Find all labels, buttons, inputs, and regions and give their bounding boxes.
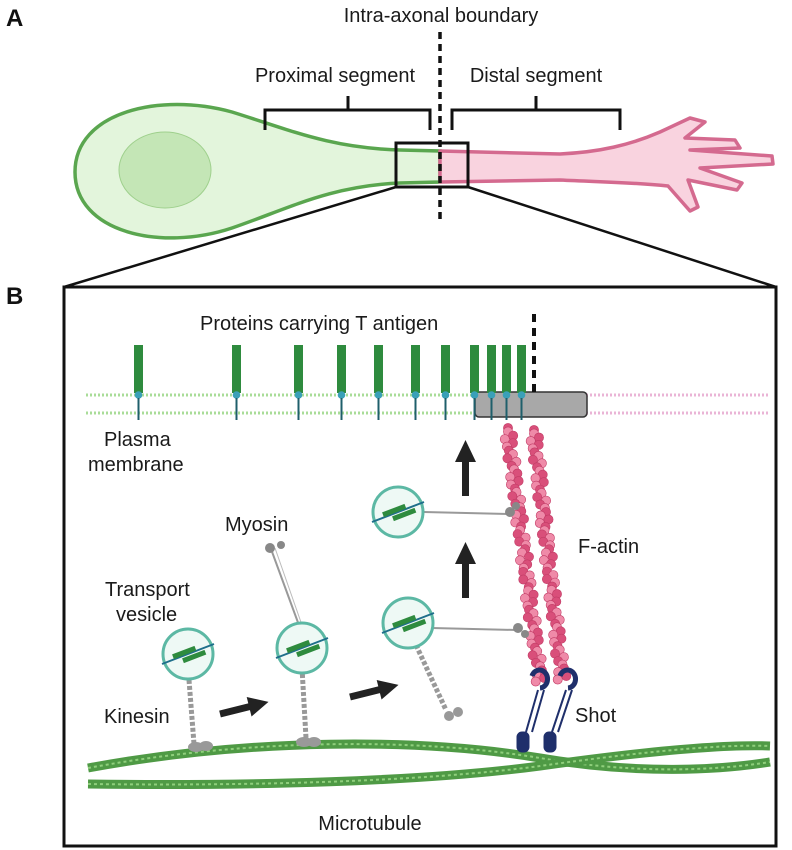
protein (337, 345, 346, 420)
arrow-right-icon (349, 680, 399, 701)
microtubule-label: Microtubule (318, 813, 421, 835)
vesicle-on-actin-upper (371, 485, 520, 539)
protein (502, 345, 511, 420)
shot-label: Shot (575, 705, 617, 727)
zoom-box (394, 141, 470, 189)
actin-bead (530, 676, 541, 687)
vesicle-with-myosin-kinesin (265, 541, 329, 747)
shot-protein (543, 667, 578, 753)
kinesin-label: Kinesin (104, 706, 170, 728)
arrow-right-icon (219, 697, 269, 718)
zoom-line-right (467, 185, 777, 289)
t-antigen-label: Proteins carrying T antigen (200, 313, 438, 335)
proximal-neuron (73, 102, 442, 240)
vesicle-with-kinesin (161, 627, 215, 752)
boundary-label: Intra-axonal boundary (344, 5, 539, 27)
distal-neuron (438, 116, 775, 213)
distal-axon (438, 116, 775, 213)
protein (470, 345, 479, 420)
protein (134, 345, 143, 420)
distal-bracket (450, 96, 622, 130)
shot-proteins (516, 667, 578, 753)
f-actin-label: F-actin (578, 536, 639, 558)
vesicle-on-actin-lower (381, 596, 529, 721)
actin-bead (528, 454, 538, 465)
protein (487, 345, 496, 420)
zoom-line-left (63, 185, 397, 289)
nucleus (118, 131, 212, 209)
distal-label: Distal segment (470, 65, 603, 87)
arrow-up-icon (455, 542, 476, 598)
proximal-label: Proximal segment (255, 65, 416, 87)
vesicle-label-line2: vesicle (116, 604, 177, 626)
actin-bead (552, 674, 563, 685)
membrane-label-line1: Plasma (104, 429, 172, 451)
actin-bead (502, 453, 513, 464)
t-antigen-proteins (134, 345, 526, 420)
upward-arrows (455, 440, 476, 598)
vesicle-label-line1: Transport (105, 579, 190, 601)
proximal-bracket (263, 96, 432, 130)
protein (517, 345, 526, 420)
panel-b-letter: B (6, 283, 23, 310)
microtubule (87, 739, 771, 789)
rightward-arrows (219, 680, 399, 718)
myosin-label: Myosin (225, 514, 288, 536)
panel-a-letter: A (6, 5, 23, 32)
protein (374, 345, 383, 420)
actin-bead (545, 611, 556, 622)
membrane-label-line2: membrane (88, 454, 184, 476)
protein (294, 345, 303, 420)
protein (411, 345, 420, 420)
arrow-up-icon (455, 440, 476, 496)
protein (232, 345, 241, 420)
actin-bead (522, 612, 533, 623)
actin-bead (542, 574, 552, 584)
f-actin (499, 423, 572, 687)
shot-protein (516, 667, 550, 753)
actin-bead (518, 574, 529, 585)
protein (441, 345, 450, 420)
